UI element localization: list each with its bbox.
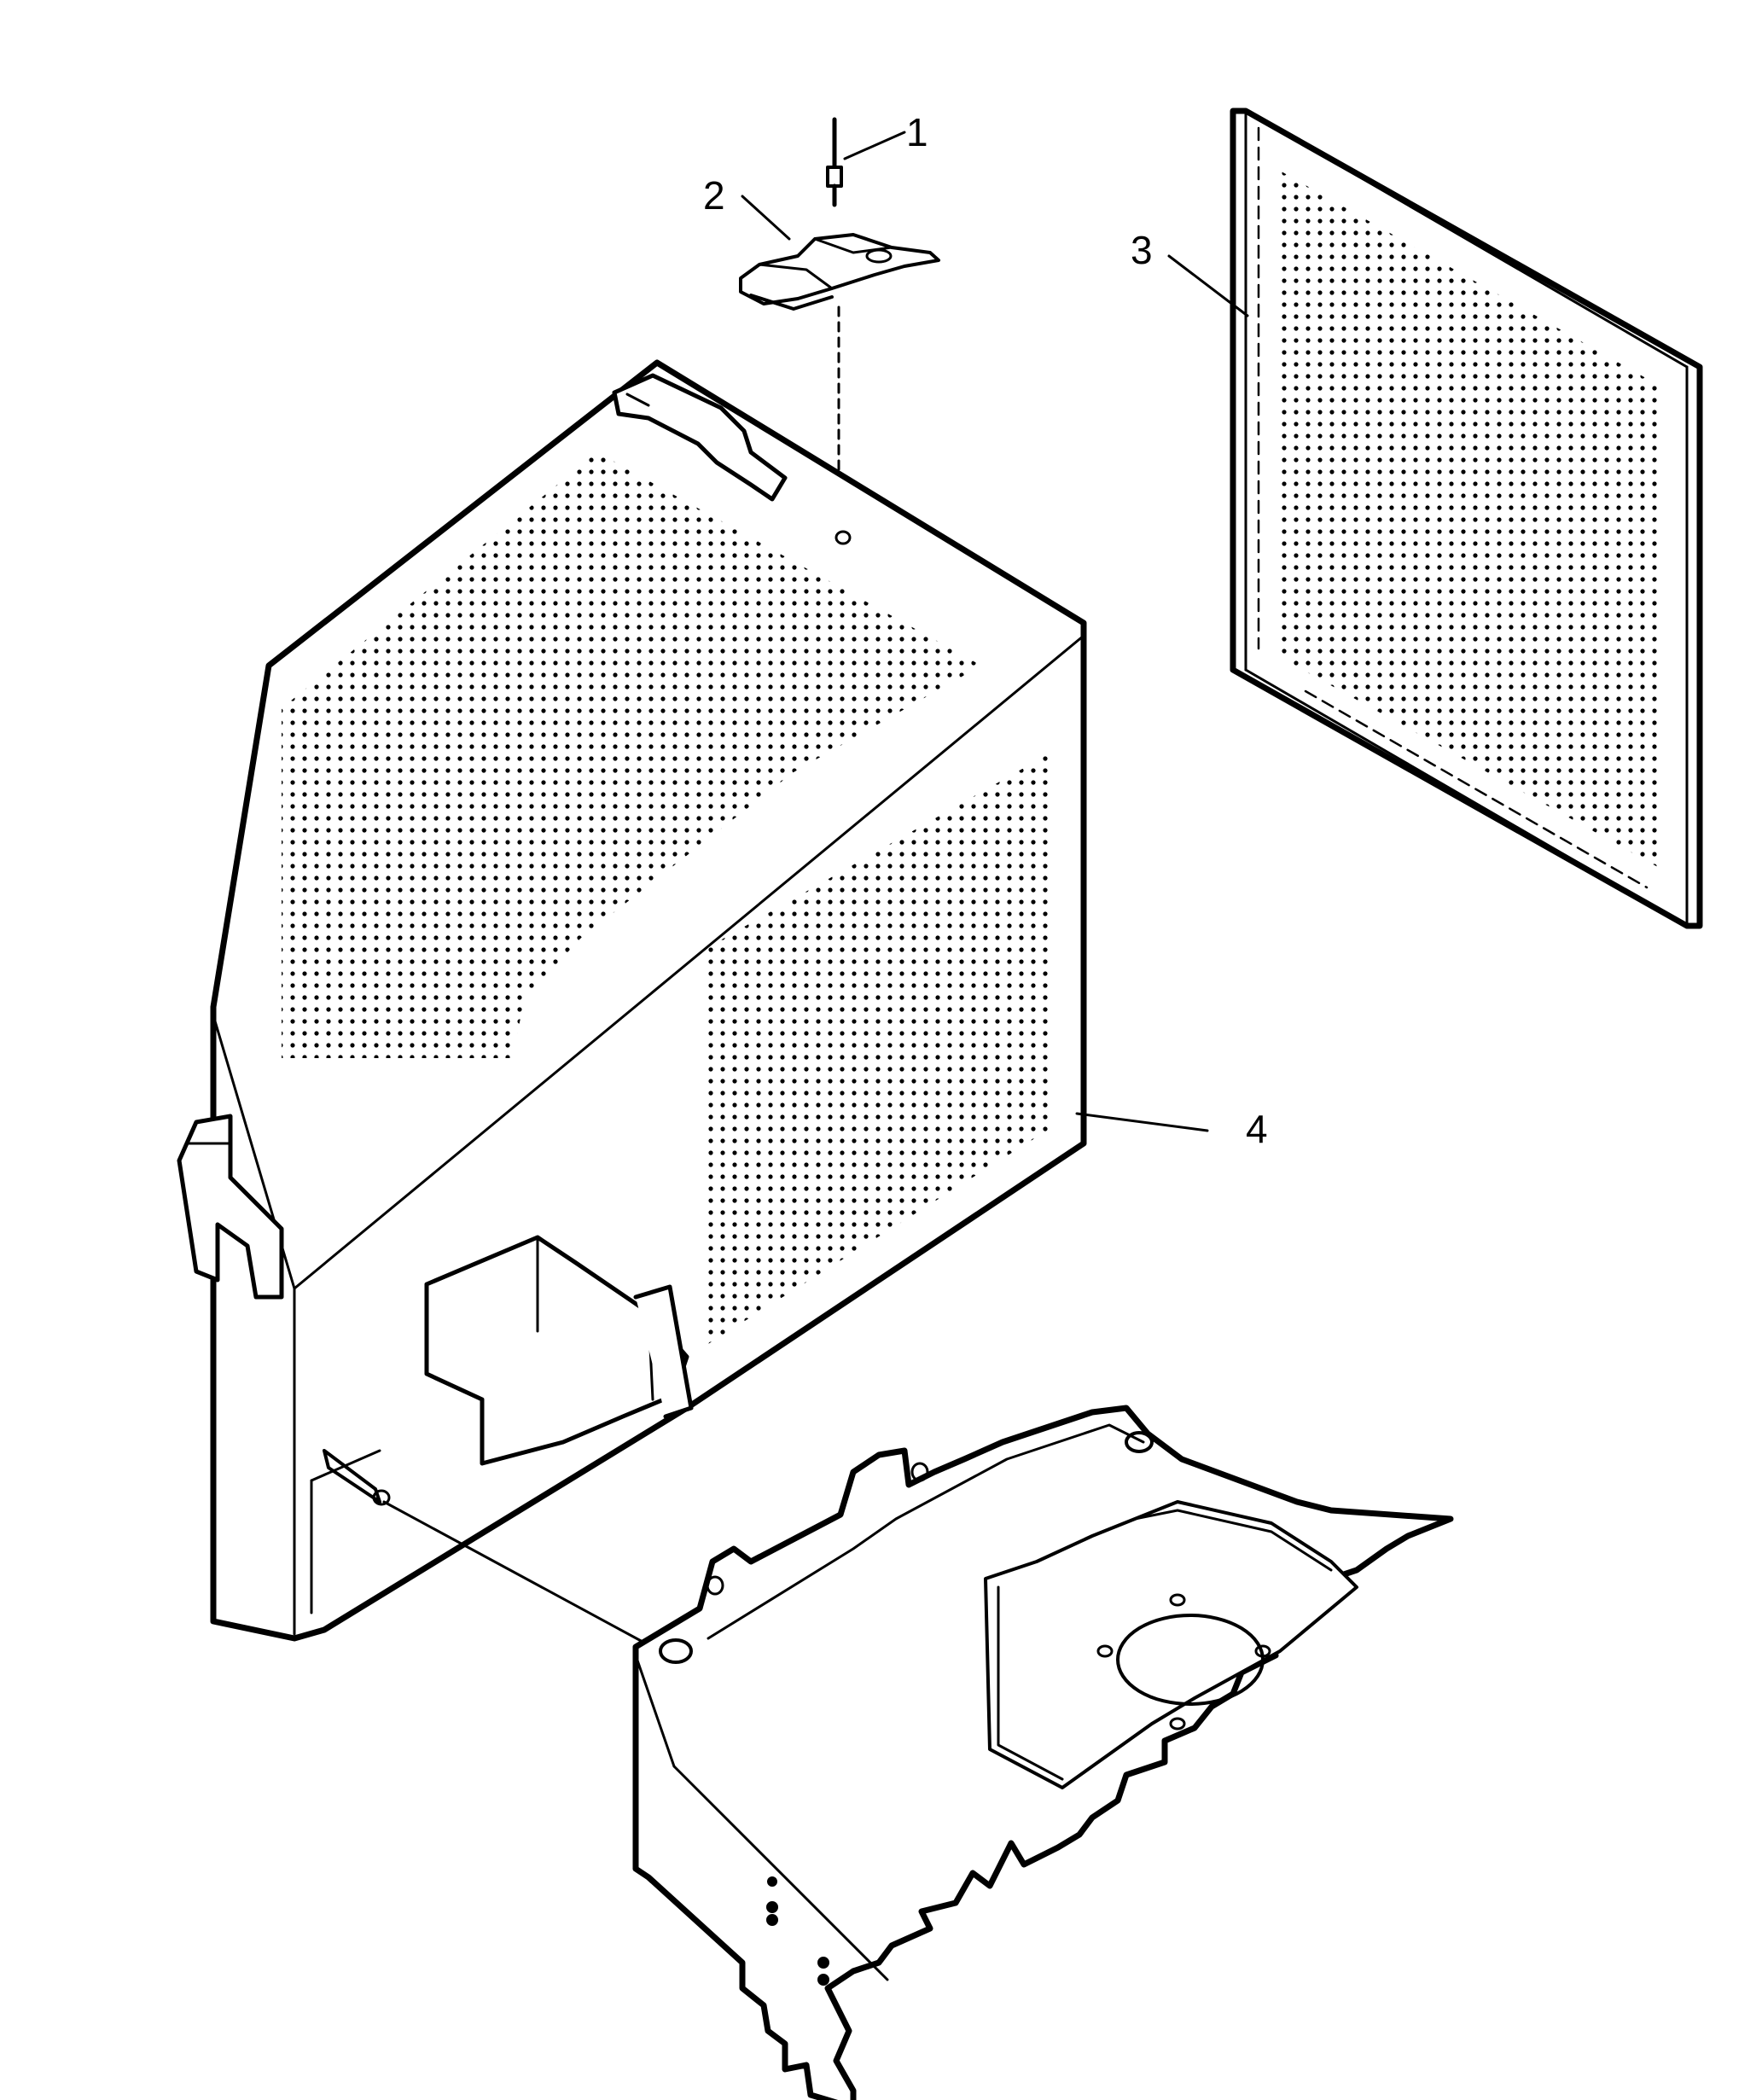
callout-1: 1 <box>906 110 928 154</box>
callout-2: 2 <box>703 173 725 218</box>
pin-part-1 <box>826 117 906 207</box>
callout-3: 3 <box>1131 228 1153 272</box>
deck-base-part <box>632 1405 1454 2100</box>
callout-4: 4 <box>1246 1107 1268 1151</box>
housing-part-4 <box>177 359 1209 1644</box>
screen-panel-part-3 <box>1167 108 1703 929</box>
